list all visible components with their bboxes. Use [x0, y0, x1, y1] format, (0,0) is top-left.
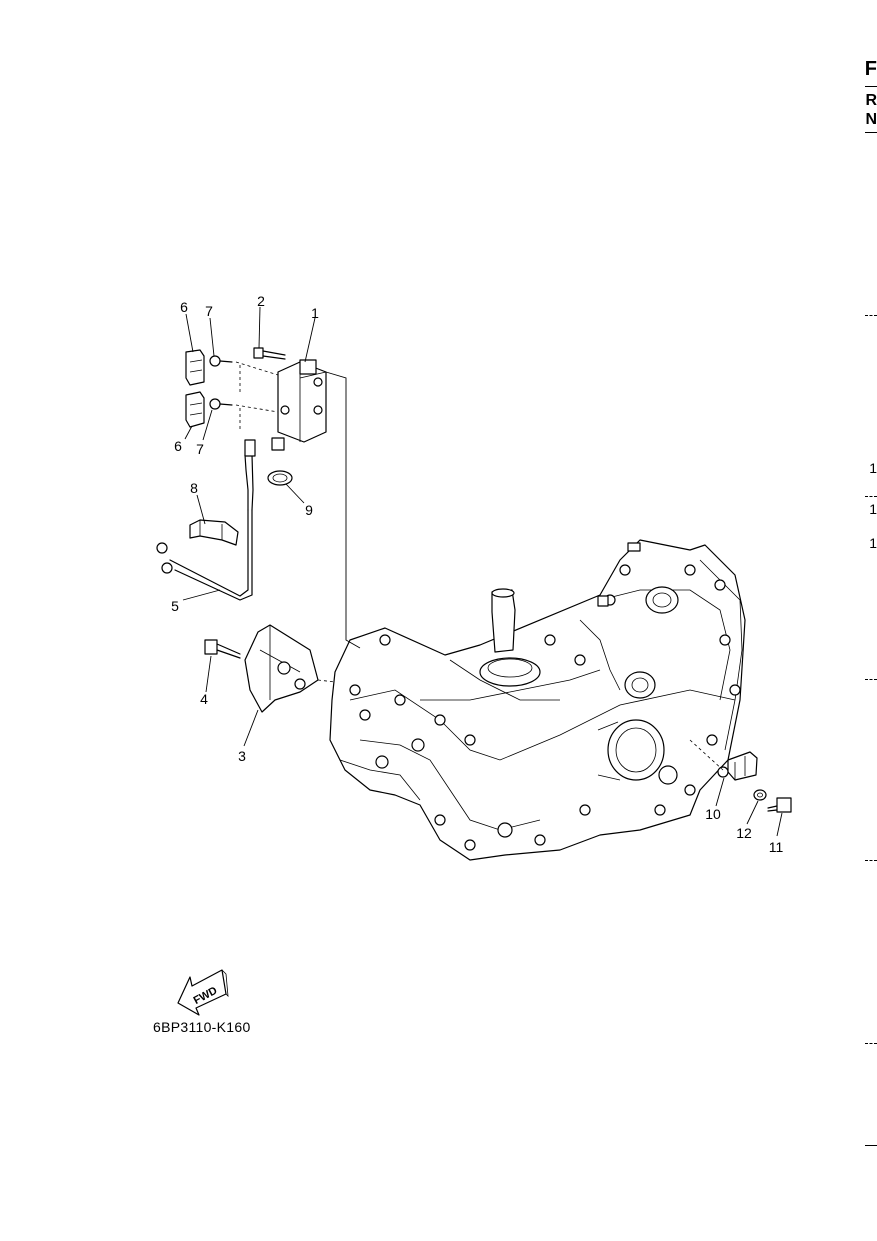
edge-rule [865, 1145, 877, 1146]
edge-number: 1 [869, 460, 877, 476]
part-4-bolt [204, 639, 241, 659]
edge-dash [865, 679, 877, 681]
part-5-wire-lead [156, 439, 256, 601]
callout-7-upper: 7 [205, 303, 213, 319]
edge-letter-f: F [864, 58, 877, 80]
edge-rule [865, 86, 877, 87]
edge-letter-n: N [865, 111, 877, 128]
edge-number: 1 [869, 501, 877, 517]
callout-1: 1 [311, 305, 319, 321]
part-3-plate [244, 624, 319, 713]
part-8-cable-holder [189, 519, 239, 546]
part-7-screw-upper [209, 355, 233, 367]
part-9-clamp [267, 470, 293, 486]
part-7-screw-lower [209, 398, 233, 410]
callout-12: 12 [736, 825, 752, 841]
callout-8: 8 [190, 480, 198, 496]
edge-rule [865, 132, 877, 133]
edge-dash [865, 860, 877, 862]
part-6-clip-upper [185, 349, 205, 386]
callout-4: 4 [200, 691, 208, 707]
part-11-bolt [767, 797, 792, 813]
drawing-reference-code: 6BP3110-K160 [153, 1019, 251, 1035]
part-10-clip [717, 751, 758, 781]
callout-9: 9 [305, 502, 313, 518]
part-6-clip-lower [185, 391, 205, 428]
part-1-bracket [271, 359, 327, 451]
callout-6-upper: 6 [180, 299, 188, 315]
edge-dash [865, 1043, 877, 1045]
callout-3: 3 [238, 748, 246, 764]
edge-letter-r: R [865, 92, 877, 109]
callout-6-lower: 6 [174, 438, 182, 454]
callout-7-lower: 7 [196, 441, 204, 457]
callout-10: 10 [705, 806, 721, 822]
part-2-bolt [253, 347, 286, 360]
engine-block [329, 539, 746, 861]
callout-2: 2 [257, 293, 265, 309]
fwd-arrow-icon: FWD [177, 969, 229, 1016]
edge-number: 1 [869, 535, 877, 551]
callout-5: 5 [171, 598, 179, 614]
part-12-washer [753, 789, 767, 801]
edge-dash [865, 315, 877, 317]
edge-dash [865, 496, 877, 498]
callout-11: 11 [769, 839, 784, 855]
